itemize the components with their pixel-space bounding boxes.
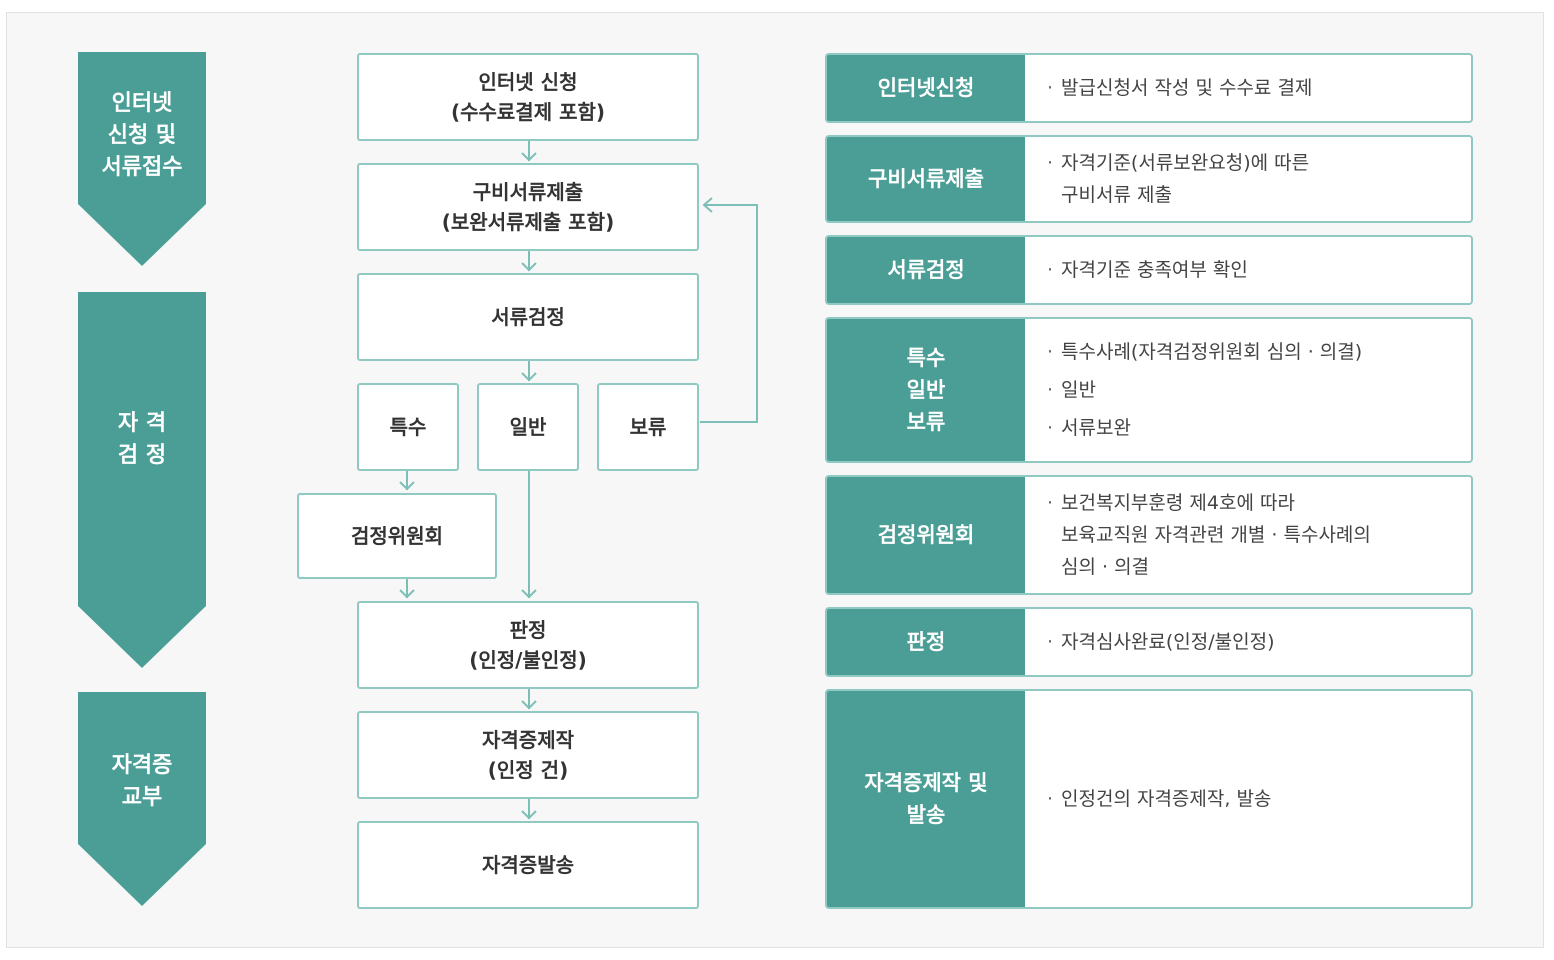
desc-row-committee: 검정위원회 보건복지부훈령 제4호에 따라 보육교직원 자격관련 개별 · 특수…: [825, 475, 1473, 595]
desc-row-body: 발급신청서 작성 및 수수료 결제: [1025, 55, 1471, 121]
flow-committee: 검정위원회: [297, 493, 497, 579]
desc-row-decision: 판정 자격심사완료(인정/불인정): [825, 607, 1473, 677]
flow-general: 일반: [477, 383, 579, 471]
arrow-4-head: [521, 700, 537, 710]
stage-qualify-label: 자 격 검 정: [117, 411, 167, 468]
arrow-1-head: [521, 152, 537, 162]
arrow-special-committee-head: [399, 481, 415, 491]
desc-line: 보건복지부훈령 제4호에 따라 보육교직원 자격관련 개별 · 특수사례의 심의…: [1047, 487, 1457, 583]
desc-row-body: 인정건의 자격증제작, 발송: [1025, 691, 1471, 907]
flow-cert-issue: 자격증발송: [357, 821, 699, 909]
desc-row-body: 자격기준(서류보완요청)에 따른 구비서류 제출: [1025, 137, 1471, 221]
desc-row-head: 판정: [827, 609, 1025, 675]
desc-line: 자격기준 충족여부 확인: [1047, 254, 1457, 286]
flow-doc-review: 서류검정: [357, 273, 699, 361]
desc-row-body: 자격기준 충족여부 확인: [1025, 237, 1471, 303]
desc-row-review: 서류검정 자격기준 충족여부 확인: [825, 235, 1473, 305]
flow-hold: 보류: [597, 383, 699, 471]
arrow-5-head: [521, 810, 537, 820]
flow-cert-make: 자격증제작 (인정 건): [357, 711, 699, 799]
arrow-hold-loop-head: [702, 197, 713, 213]
arrow-2-head: [521, 262, 537, 272]
arrow-3-head: [521, 372, 537, 382]
desc-line: 인정건의 자격증제작, 발송: [1047, 783, 1457, 815]
flow-decision: 판정 (인정/불인정): [357, 601, 699, 689]
desc-line: 자격심사완료(인정/불인정): [1047, 626, 1457, 658]
stage-apply-label: 인터넷 신청 및 서류접수: [101, 91, 183, 180]
desc-line: 발급신청서 작성 및 수수료 결제: [1047, 72, 1457, 104]
desc-line: 특수사례(자격검정위원회 심의 · 의결): [1047, 336, 1457, 368]
desc-row-body: 특수사례(자격검정위원회 심의 · 의결) 일반 서류보완: [1025, 319, 1471, 461]
desc-line: 서류보완: [1047, 412, 1457, 444]
stage-qualify: 자 격 검 정: [78, 292, 206, 668]
desc-row-head: 인터넷신청: [827, 55, 1025, 121]
desc-row-head: 검정위원회: [827, 477, 1025, 593]
arrow-general-decision-head: [521, 589, 537, 599]
arrow-hold-loop: [700, 204, 758, 423]
desc-row-internet: 인터넷신청 발급신청서 작성 및 수수료 결제: [825, 53, 1473, 123]
desc-row-submit: 구비서류제출 자격기준(서류보완요청)에 따른 구비서류 제출: [825, 135, 1473, 223]
desc-row-body: 자격심사완료(인정/불인정): [1025, 609, 1471, 675]
desc-row-head: 자격증제작 및 발송: [827, 691, 1025, 907]
flow-internet-apply: 인터넷 신청 (수수료결제 포함): [357, 53, 699, 141]
desc-row-cert: 자격증제작 및 발송 인정건의 자격증제작, 발송: [825, 689, 1473, 909]
desc-row-body: 보건복지부훈령 제4호에 따라 보육교직원 자격관련 개별 · 특수사례의 심의…: [1025, 477, 1471, 593]
desc-row-head: 서류검정: [827, 237, 1025, 303]
flow-special: 특수: [357, 383, 459, 471]
stage-issue-label: 자격증 교부: [111, 753, 173, 810]
desc-line: 자격기준(서류보완요청)에 따른 구비서류 제출: [1047, 147, 1457, 211]
arrow-committee-decision-head: [399, 589, 415, 599]
flow-submit-docs: 구비서류제출 (보완서류제출 포함): [357, 163, 699, 251]
desc-row-head: 구비서류제출: [827, 137, 1025, 221]
desc-row-head: 특수 일반 보류: [827, 319, 1025, 461]
desc-row-classify: 특수 일반 보류 특수사례(자격검정위원회 심의 · 의결) 일반 서류보완: [825, 317, 1473, 463]
desc-line: 일반: [1047, 374, 1457, 406]
